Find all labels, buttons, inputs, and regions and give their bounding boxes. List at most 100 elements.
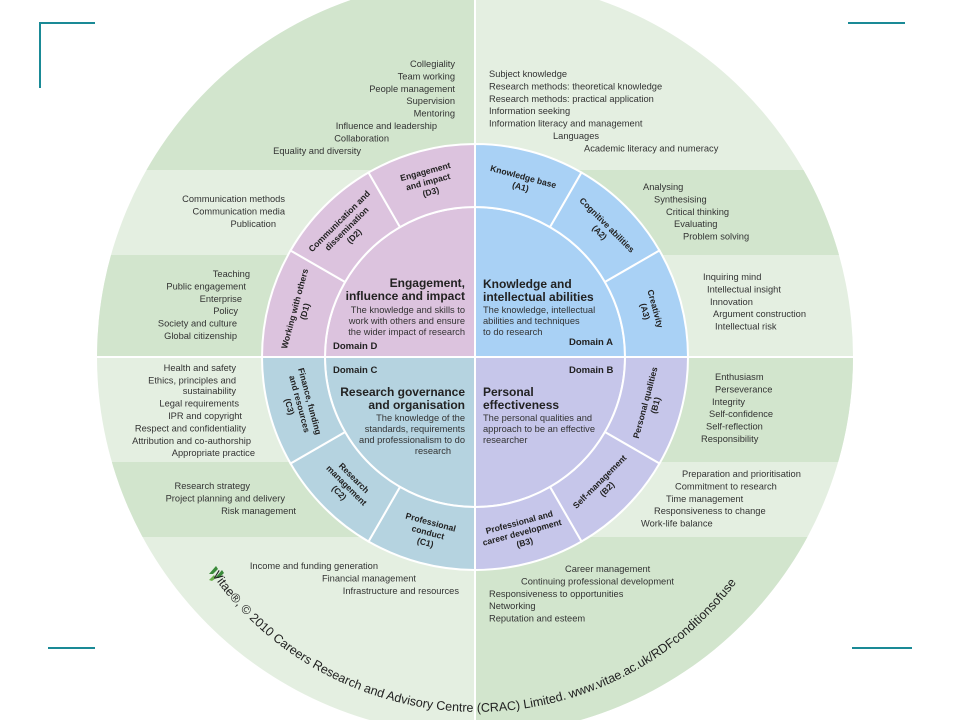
list-item: Team working bbox=[398, 71, 455, 81]
list-item: Research methods: theoretical knowledge bbox=[489, 81, 662, 91]
domain-title: effectiveness bbox=[483, 398, 559, 412]
list-item: Continuing professional development bbox=[521, 576, 674, 586]
item-list-b2: Preparation and prioritisation Commitmen… bbox=[641, 469, 801, 529]
list-item: Work-life balance bbox=[641, 519, 713, 529]
item-list-c3: Income and funding generation Financial … bbox=[250, 561, 460, 596]
list-item: Appropriate practice bbox=[172, 448, 255, 458]
item-list-d2: Communication methods Communication medi… bbox=[182, 194, 286, 229]
list-item: Career management bbox=[565, 564, 651, 574]
item-list-c2: Research strategy Project planning and d… bbox=[166, 481, 297, 516]
domain-title: influence and impact bbox=[346, 289, 465, 303]
list-item: Equality and diversity bbox=[273, 146, 361, 156]
list-item: sustainability bbox=[183, 386, 237, 396]
domain-description: The knowledge and skills to bbox=[351, 305, 465, 315]
item-list-d1: Collegiality Team working People managem… bbox=[273, 59, 455, 156]
domain-tag: Domain C bbox=[333, 365, 377, 376]
domain-title: Research governance bbox=[340, 385, 465, 399]
vitae-logo-icon bbox=[209, 566, 224, 581]
list-item: Respect and confidentiality bbox=[135, 423, 246, 433]
domain-description: and professionalism to do bbox=[359, 435, 465, 445]
domain-description: The personal qualities and bbox=[483, 413, 592, 423]
domain-description: The knowledge of the bbox=[376, 413, 465, 423]
list-item: Teaching bbox=[213, 269, 250, 279]
list-item: Collaboration bbox=[334, 133, 389, 143]
list-item: Communication media bbox=[193, 206, 286, 216]
list-item: Commitment to research bbox=[675, 481, 777, 491]
list-item: Research strategy bbox=[175, 481, 251, 491]
domain-description: The knowledge, intellectual bbox=[483, 305, 595, 315]
domain-title: Knowledge and bbox=[483, 277, 572, 291]
domain-tag: Domain D bbox=[333, 341, 377, 352]
list-item: Self-reflection bbox=[706, 422, 763, 432]
list-item: Synthesising bbox=[654, 194, 707, 204]
list-item: Problem solving bbox=[683, 232, 749, 242]
list-item: Ethics, principles and bbox=[148, 375, 236, 385]
list-item: Analysing bbox=[643, 182, 683, 192]
list-item: Networking bbox=[489, 601, 536, 611]
list-item: Intellectual insight bbox=[707, 284, 781, 294]
list-item: Project planning and delivery bbox=[166, 493, 286, 503]
competency-ring: Knowledge base(A1)Cognitive abilities(A2… bbox=[260, 142, 690, 572]
list-item: Enterprise bbox=[200, 294, 242, 304]
list-item: Influence and leadership bbox=[336, 121, 437, 131]
domain-c-center: Domain C Research governance and organis… bbox=[333, 365, 465, 456]
domain-title: Engagement, bbox=[390, 276, 465, 290]
domain-d-center: Engagement, influence and impact The kno… bbox=[333, 276, 465, 352]
list-item: Information literacy and management bbox=[489, 119, 643, 129]
list-item: Argument construction bbox=[713, 309, 806, 319]
list-item: Responsiveness to change bbox=[654, 506, 766, 516]
list-item: Innovation bbox=[710, 297, 753, 307]
domain-title: intellectual abilities bbox=[483, 290, 594, 304]
domain-description: to do research bbox=[483, 327, 542, 337]
list-item: Subject knowledge bbox=[489, 69, 567, 79]
list-item: Time management bbox=[666, 494, 744, 504]
item-list-a2: Analysing Synthesising Critical thinking… bbox=[643, 182, 749, 242]
list-item: Infrastructure and resources bbox=[343, 586, 460, 596]
item-list-a3: Inquiring mind Intellectual insight Inno… bbox=[703, 272, 806, 332]
list-item: Intellectual risk bbox=[715, 322, 777, 332]
domain-description: approach to be an effective bbox=[483, 424, 595, 434]
list-item: Research methods: practical application bbox=[489, 94, 654, 104]
item-list-c1: Health and safety Ethics, principles and… bbox=[132, 363, 255, 458]
list-item: Critical thinking bbox=[666, 207, 729, 217]
list-item: Publication bbox=[231, 219, 276, 229]
list-item: Health and safety bbox=[164, 363, 237, 373]
list-item: Society and culture bbox=[158, 319, 237, 329]
list-item: Risk management bbox=[221, 506, 296, 516]
list-item: Responsibility bbox=[701, 434, 759, 444]
list-item: Global citizenship bbox=[164, 331, 237, 341]
item-list-a1: Subject knowledge Research methods: theo… bbox=[489, 69, 719, 153]
list-item: People management bbox=[369, 84, 455, 94]
list-item: Preparation and prioritisation bbox=[682, 469, 801, 479]
list-item: Inquiring mind bbox=[703, 272, 761, 282]
item-list-b1: Enthusiasm Perseverance Integrity Self-c… bbox=[701, 372, 773, 444]
domain-title: Personal bbox=[483, 385, 534, 399]
item-list-b3: Career management Continuing professiona… bbox=[489, 564, 674, 624]
list-item: Collegiality bbox=[410, 59, 455, 69]
list-item: IPR and copyright bbox=[168, 411, 242, 421]
domain-description: work with others and ensure bbox=[348, 316, 465, 326]
frame-lines bbox=[39, 22, 912, 649]
list-item: Mentoring bbox=[414, 109, 455, 119]
domain-tag: Domain B bbox=[569, 365, 613, 376]
list-item: Perseverance bbox=[715, 384, 772, 394]
domain-a-center: Knowledge and intellectual abilities The… bbox=[483, 277, 613, 348]
domain-description: research bbox=[415, 446, 451, 456]
list-item: Attribution and co-authorship bbox=[132, 436, 251, 446]
list-item: Evaluating bbox=[674, 219, 717, 229]
list-item: Responsiveness to opportunities bbox=[489, 589, 624, 599]
list-item: Legal requirements bbox=[159, 399, 239, 409]
list-item: Policy bbox=[213, 306, 238, 316]
list-item: Reputation and esteem bbox=[489, 614, 585, 624]
item-list-d3: Teaching Public engagement Enterprise Po… bbox=[158, 269, 250, 341]
list-item: Financial management bbox=[322, 573, 416, 583]
domain-b-center: Domain B Personal effectiveness The pers… bbox=[483, 365, 613, 445]
list-item: Income and funding generation bbox=[250, 561, 378, 571]
list-item: Information seeking bbox=[489, 106, 570, 116]
domain-description: standards, requirements bbox=[365, 424, 466, 434]
domain-description: abilities and techniques bbox=[483, 316, 580, 326]
list-item: Public engagement bbox=[166, 281, 246, 291]
list-item: Languages bbox=[553, 131, 599, 141]
list-item: Self-confidence bbox=[709, 409, 773, 419]
